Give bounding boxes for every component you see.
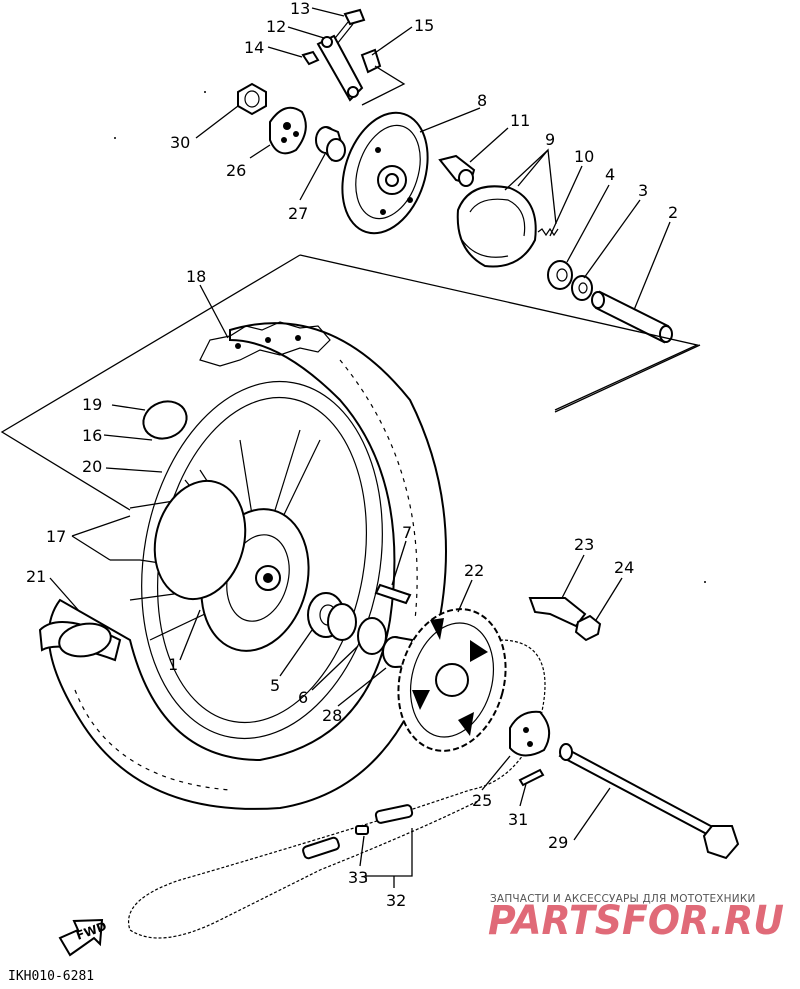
watermark-subtitle: ЗАПЧАСТИ И АКСЕССУАРЫ ДЛЯ МОТОТЕХНИКИ [490,893,756,905]
callout-24: 24 [614,558,634,577]
callout-25: 25 [472,791,492,810]
spacer-2-part [591,290,673,344]
callout-30: 30 [170,133,190,152]
chain-part [128,639,546,939]
callout-19: 19 [82,395,102,414]
callout-22: 22 [464,561,484,580]
bearing-5-part [307,592,357,641]
wheel-tire-part [47,321,447,810]
screw-31-part [518,768,545,787]
callout-18: 18 [186,267,206,286]
nut-24-part [574,614,602,642]
callout-28: 28 [322,706,342,725]
callout-17: 17 [46,527,66,546]
sprocket-22-part [397,608,507,752]
callout-20: 20 [82,457,102,476]
watermark-brand: PARTSFOR.RU [488,898,784,944]
callout-9: 9 [545,130,555,149]
callout-13: 13 [290,0,310,18]
callout-23: 23 [574,535,594,554]
leader-lines [49,7,701,888]
callout-27: 27 [288,204,308,223]
hub-1-part [153,479,310,652]
clip-15-part [360,48,382,74]
collar-27-part [315,126,346,162]
callout-11: 11 [510,111,530,130]
callout-8: 8 [477,91,487,110]
seal-6-part [357,617,387,655]
tube-19-part [142,400,188,440]
callout-5: 5 [270,676,280,695]
callout-26: 26 [226,161,246,180]
axle-29-part [558,743,740,860]
callout-3: 3 [638,181,648,200]
callout-15: 15 [414,16,434,35]
callout-14: 14 [244,38,264,57]
stud-7-part [374,583,412,605]
callout-32: 32 [386,891,406,910]
chain-links-32-part [302,804,414,860]
callout-labels: 13 12 14 15 8 30 26 27 11 9 10 4 3 2 18 … [26,0,678,910]
sprocket-hub-26-part [269,106,307,155]
brake-plate-8-part [341,111,429,235]
callout-4: 4 [605,165,615,184]
bracket-line-top [299,254,700,411]
callout-10: 10 [574,147,594,166]
adjuster-23-part [528,597,587,628]
brake-lever-12-part [316,34,364,102]
brake-shoes-9-part [456,185,537,268]
bracket-line-left [0,254,301,511]
callout-12: 12 [266,17,286,36]
callout-2: 2 [668,203,678,222]
callout-31: 31 [508,810,528,829]
callout-16: 16 [82,426,102,445]
spring-10-part [537,227,559,237]
bearing-4-part [547,260,573,290]
cam-shaft-11-part [438,154,476,187]
callout-21: 21 [26,567,46,586]
forward-arrow-icon: FWD [58,919,109,957]
clip-33-part [355,825,369,835]
callout-29: 29 [548,833,568,852]
nut-30-part [237,82,267,116]
callout-33: 33 [348,868,368,887]
oil-seal-3-part [571,275,593,301]
bolt-13-part [331,8,366,45]
callout-1: 1 [168,655,178,674]
callout-7: 7 [402,523,412,542]
chain-puller-25-part [509,710,551,757]
watermark: ЗАПЧАСТИ И АКСЕССУАРЫ ДЛЯ МОТОТЕХНИКИ PA… [488,893,784,944]
diagram-code: IKH010-6281 [8,969,94,984]
nut-14-part [301,50,320,66]
callout-6: 6 [298,688,308,707]
